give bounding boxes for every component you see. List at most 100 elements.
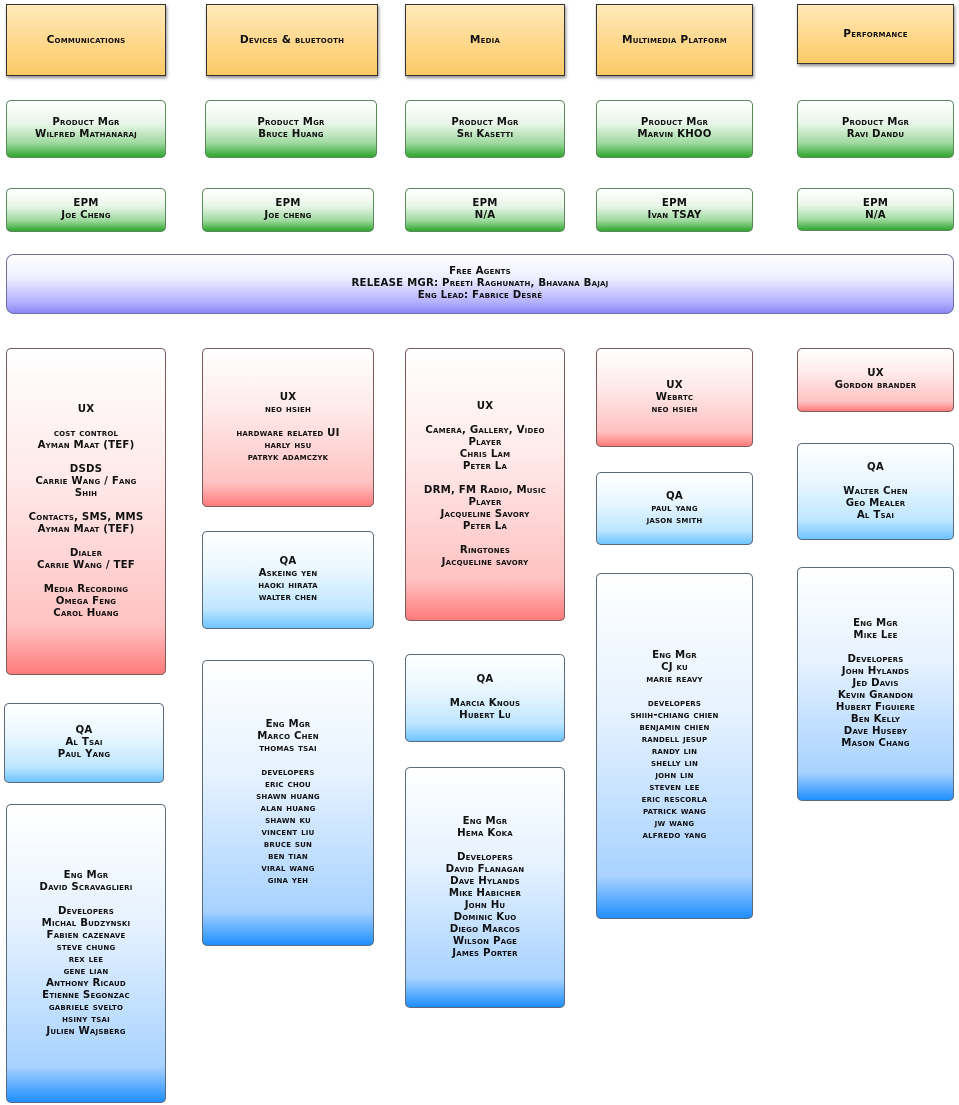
role-label: Product Mgr: [52, 117, 120, 128]
person-or-area-text: Shih: [74, 487, 98, 499]
person-or-area-text: jw wang: [654, 818, 695, 829]
person-or-area-text: eric rescorla: [641, 794, 708, 805]
person-or-area-text: John Hu: [464, 899, 506, 911]
person-or-area-text: David Scravaglieri: [39, 881, 133, 893]
person-or-area-text: Dominic Kuo: [453, 911, 517, 923]
person-or-area-text: David Flanagan: [445, 863, 525, 875]
person-or-area-text: jason smith: [646, 514, 703, 526]
person-or-area-text: Mike Lee: [853, 630, 898, 641]
product-mgr-media: Product Mgr Sri Kasetti: [405, 100, 565, 158]
team-header-multimedia-platform: Multimedia Platform: [596, 4, 753, 76]
person-or-area-text: Hubert Lu: [459, 710, 511, 721]
role-label: EPM: [862, 197, 889, 209]
role-label: Eng Mgr: [462, 815, 508, 827]
role-label: Product Mgr: [841, 117, 910, 128]
person-name: N/A: [474, 210, 496, 221]
person-or-area-text: Ayman Maat (TEF): [37, 439, 135, 451]
person-or-area-text: Wilson Page: [452, 935, 518, 947]
role-label: Eng Mgr: [652, 650, 697, 661]
epm-multimedia-platform: EPM Ivan TSAY: [596, 188, 753, 232]
person-or-area-text: gina yeh: [267, 875, 309, 886]
epm-communications: EPM Joe Cheng: [6, 188, 166, 232]
person-or-area-text: Chris Lam: [459, 448, 511, 460]
person-or-area-text: CJ ku: [661, 662, 688, 673]
person-or-area-text: James Porter: [452, 947, 518, 959]
person-or-area-text: Dave Hylands: [450, 875, 520, 887]
product-mgr-communications: Product Mgr Wilfred Mathanaraj: [6, 100, 166, 158]
person-or-area-text: DSDS: [69, 463, 103, 475]
person-or-area-text: Mason Chang: [841, 738, 910, 749]
role-label: EPM: [661, 198, 688, 209]
person-or-area-text: Developers: [847, 654, 904, 665]
person-or-area-text: haoki hirata: [258, 580, 318, 591]
person-or-area-text: Peter La: [462, 460, 508, 472]
person-or-area-text: patryk adamczyk: [247, 451, 329, 463]
person-or-area-text: John Hylands: [841, 666, 910, 677]
person-or-area-text: Contacts, SMS, MMS: [28, 511, 144, 523]
person-or-area-text: DRM, FM Radio, Music: [423, 484, 547, 496]
role-label: Eng Mgr: [63, 869, 109, 881]
person-name: Sri Kasetti: [456, 129, 514, 140]
person-or-area-text: benjamin chien: [639, 722, 710, 733]
person-or-area-text: Dialer: [69, 547, 103, 559]
person-or-area-text: Ben Kelly: [850, 714, 901, 725]
role-label: Eng Mgr: [853, 618, 898, 629]
person-name: Marvin KHOO: [637, 129, 712, 140]
team-header-devices-bluetooth: Devices & bluetooth: [206, 4, 378, 76]
person-name: N/A: [865, 209, 886, 221]
eng-lead-line: Eng Lead: Fabrice Desré: [417, 290, 543, 301]
person-or-area-text: Hubert Figuiere: [835, 702, 916, 713]
person-name: Joe Cheng: [61, 210, 111, 221]
person-or-area-text: Kevin Grandon: [837, 690, 914, 701]
person-or-area-text: Marco Chen: [257, 731, 319, 742]
team-header-label: Devices & bluetooth: [239, 34, 345, 46]
person-or-area-text: Askeing yen: [258, 568, 318, 579]
team-header-label: Performance: [843, 28, 908, 40]
person-name: Joe cheng: [264, 210, 312, 221]
person-or-area-text: shelly lin: [650, 758, 699, 769]
person-or-area-text: steven lee: [649, 782, 700, 793]
person-name: Ivan TSAY: [647, 210, 702, 221]
person-or-area-text: developers: [261, 767, 315, 778]
person-or-area-text: Marcia Knous: [449, 698, 521, 709]
person-or-area-text: shawn huang: [256, 791, 320, 802]
person-or-area-text: steve chung: [56, 941, 116, 953]
person-name: Ravi Dandu: [846, 129, 905, 140]
role-label: UX: [476, 400, 494, 412]
person-or-area-text: marie reavy: [646, 674, 703, 685]
person-or-area-text: Etienne Segonzac: [42, 989, 130, 1001]
role-label: QA: [867, 461, 884, 473]
person-or-area-text: cost control: [53, 427, 119, 439]
product-mgr-multimedia-platform: Product Mgr Marvin KHOO: [596, 100, 753, 158]
person-name: Bruce Huang: [258, 129, 324, 140]
person-or-area-text: Carrie Wang / TEF: [37, 559, 135, 571]
person-name: Wilfred Mathanaraj: [35, 129, 137, 140]
person-or-area-text: Carol Huang: [53, 607, 119, 619]
person-or-area-text: Michal Budzynski: [41, 917, 131, 929]
person-or-area-text: Jacqueline savory: [441, 556, 529, 568]
role-label: UX: [666, 379, 683, 391]
person-or-area-text: randy lin: [651, 746, 698, 757]
person-or-area-text: paul yang: [651, 502, 698, 514]
person-or-area-text: Gordon brander: [834, 380, 917, 391]
person-or-area-text: ben tian: [268, 851, 308, 862]
person-or-area-text: Dave Huseby: [843, 726, 908, 737]
person-or-area-text: Ayman Maat (TEF): [37, 523, 135, 535]
person-or-area-text: Al Tsai: [65, 737, 103, 748]
person-or-area-text: bruce sun: [263, 839, 313, 850]
team-header-label: Media: [469, 34, 501, 46]
person-or-area-text: patrick wang: [642, 806, 707, 817]
person-or-area-text: Ringtones: [459, 544, 511, 556]
person-or-area-text: alfredo yang: [642, 830, 707, 841]
person-or-area-text: Peter La: [462, 520, 508, 532]
